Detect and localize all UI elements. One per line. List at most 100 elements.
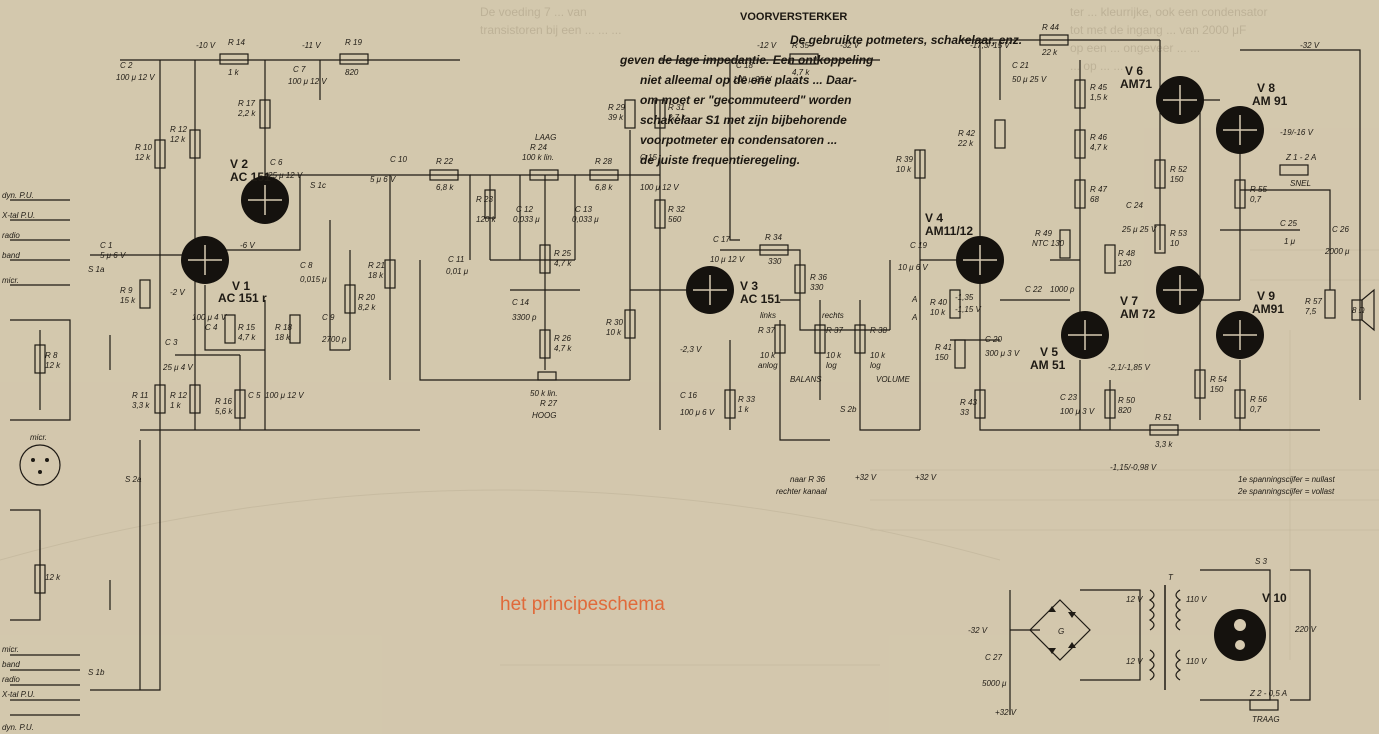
- paragraph-line: niet alleemal op de ene plaats ... Daar-: [640, 73, 857, 87]
- resistor-value: 18 k: [275, 333, 291, 342]
- paragraph-line: om moet er "gecommuteerd" worden: [640, 93, 851, 107]
- resistor-value: 3,3 k: [132, 401, 150, 410]
- input-label: dyn. P.U.: [2, 723, 34, 732]
- capacitor-ref: C 15: [640, 153, 657, 162]
- capacitor-ref: C 18: [736, 61, 753, 70]
- resistor-ref: R 30: [606, 318, 623, 327]
- voltage-label: -11 V: [302, 41, 321, 50]
- log-label: log: [826, 361, 837, 370]
- resistor-ref: R 36: [810, 273, 827, 282]
- capacitor-value: 50 μ 25 V: [1012, 75, 1047, 84]
- switch-label: S 2a: [125, 475, 142, 484]
- paragraph-line: De gebruikte potmeters, schakelaar, enz.: [790, 33, 1022, 47]
- resistor-ref: R 23: [476, 195, 493, 204]
- top-paragraph: VOORVERSTERKER De gebruikte potmeters, s…: [619, 11, 1022, 167]
- resistor-ref: R 20: [358, 293, 375, 302]
- transformer-label: T: [1168, 573, 1174, 582]
- tube-v7: [1156, 266, 1204, 314]
- transformer: [1148, 585, 1182, 690]
- input-label: X-tal P.U.: [1, 211, 35, 220]
- traag-label: TRAAG: [1252, 715, 1280, 724]
- capacitor-value: 0,033 μ: [513, 215, 540, 224]
- resistor-value: 4,7 k: [238, 333, 256, 342]
- tube-type: AM11/12: [925, 224, 973, 238]
- capacitor-ref: C 23: [1060, 393, 1077, 402]
- tube-name: V 2: [230, 157, 248, 171]
- input-labels-top: dyn. P.U. X-tal P.U. radio band micr.: [1, 191, 35, 285]
- resistor-ref: R 44: [1042, 23, 1059, 32]
- voltage-label: -19/-16 V: [1280, 128, 1314, 137]
- resistor-value: 12 k: [45, 361, 61, 370]
- resistor-ref: R 53: [1170, 229, 1187, 238]
- resistor-value: 1 k: [228, 68, 240, 77]
- volume-label: VOLUME: [876, 375, 910, 384]
- capacitor-ref: C 11: [448, 255, 464, 264]
- resistor-ref: R 55: [1250, 185, 1267, 194]
- capacitor-ref: C 17: [713, 235, 730, 244]
- voltage-label: -12 V: [757, 41, 777, 50]
- resistor-value: 1 k: [170, 401, 182, 410]
- capacitor-value: 10 μ 12 V: [710, 255, 745, 264]
- resistor-value: 10 k: [930, 308, 946, 317]
- capacitor-ref: C 13: [575, 205, 592, 214]
- resistor-value: 100 k lin.: [522, 153, 554, 162]
- input-label: X-tal P.U.: [1, 690, 35, 699]
- input-label: band: [2, 251, 20, 260]
- resistor-value: 4,7 k: [554, 259, 572, 268]
- switch-label: S 1b: [88, 668, 105, 677]
- balans-label: BALANS: [790, 375, 822, 384]
- capacitor-value: 100 μ 12 V: [640, 183, 679, 192]
- capacitor-value: 25 μ 25 V: [1121, 225, 1157, 234]
- capacitor-value: 0,033 μ: [572, 215, 599, 224]
- tube-v3: [686, 266, 734, 314]
- capacitor-value: 10 μ 6 V: [898, 263, 928, 272]
- resistor-ref: R 54: [1210, 375, 1227, 384]
- capacitor-value: 25 μ 12 V: [267, 171, 303, 180]
- resistor-ref: R 12: [170, 125, 187, 134]
- ghost-line: De voeding 7 ... van: [480, 5, 587, 19]
- tube-name: V 10: [1262, 591, 1287, 605]
- resistor-labels: R 8 12 k 12 k R 9 15 k R 10 12 k R 11 3,…: [45, 23, 1322, 582]
- resistor-value: 7,5: [1305, 307, 1317, 316]
- resistor-ref: R 50: [1118, 396, 1135, 405]
- resistor-value: 0,7: [1250, 405, 1262, 414]
- capacitor-value: 0,015 μ: [300, 275, 327, 284]
- capacitor-value: 1 μ: [1284, 237, 1296, 246]
- a-label: A: [911, 295, 917, 304]
- resistor-ref: R 19: [345, 38, 362, 47]
- capacitor-value: 5 μ 6 V: [100, 251, 126, 260]
- resistor-value: 560: [668, 215, 682, 224]
- ghost-line: tot met de ingang ... van 2000 μF: [1070, 23, 1246, 37]
- capacitor-value: 1000 p: [1050, 285, 1075, 294]
- resistor-value: 4,7 k: [1090, 143, 1108, 152]
- capacitor-value: 100 μ 6 V: [680, 408, 715, 417]
- tube-v8: [1216, 106, 1264, 154]
- capacitor-value: 300 μ 3 V: [985, 349, 1020, 358]
- capacitor-ref: C 27: [985, 653, 1002, 662]
- resistor-ref: R 8: [45, 351, 58, 360]
- resistor-value: 68: [1090, 195, 1099, 204]
- resistor-ref: R 17: [238, 99, 255, 108]
- capacitor-ref: C 16: [680, 391, 697, 400]
- resistor-value: 50 k lin.: [530, 389, 558, 398]
- input-label: band: [2, 660, 20, 669]
- capacitor-value: 3300 p: [512, 313, 537, 322]
- capacitor-ref: C 3: [165, 338, 178, 347]
- hoog-label: HOOG: [532, 411, 556, 420]
- switch-labels: S 1a S 1b S 1c S 2a S 2b S 3: [88, 181, 1268, 677]
- links-label: links: [760, 311, 776, 320]
- tube-v9: [1216, 311, 1264, 359]
- resistor-value: 6,8 k: [436, 183, 454, 192]
- tube-v2: [241, 176, 289, 224]
- header-voorversterker: VOORVERSTERKER: [740, 11, 847, 23]
- resistor-ref: R 38: [870, 326, 887, 335]
- paragraph-line: de juiste frequentieregeling.: [640, 153, 800, 167]
- winding-label: 12 V: [1126, 657, 1143, 666]
- resistor-ref: R 11: [132, 391, 148, 400]
- tube-name: V 3: [740, 279, 758, 293]
- voltage-label: -17,3/-15 V: [970, 41, 1010, 50]
- tube-type: AM71: [1120, 77, 1152, 91]
- resistor-ref: R 52: [1170, 165, 1187, 174]
- capacitor-value: 100 μ 25 V: [733, 75, 772, 84]
